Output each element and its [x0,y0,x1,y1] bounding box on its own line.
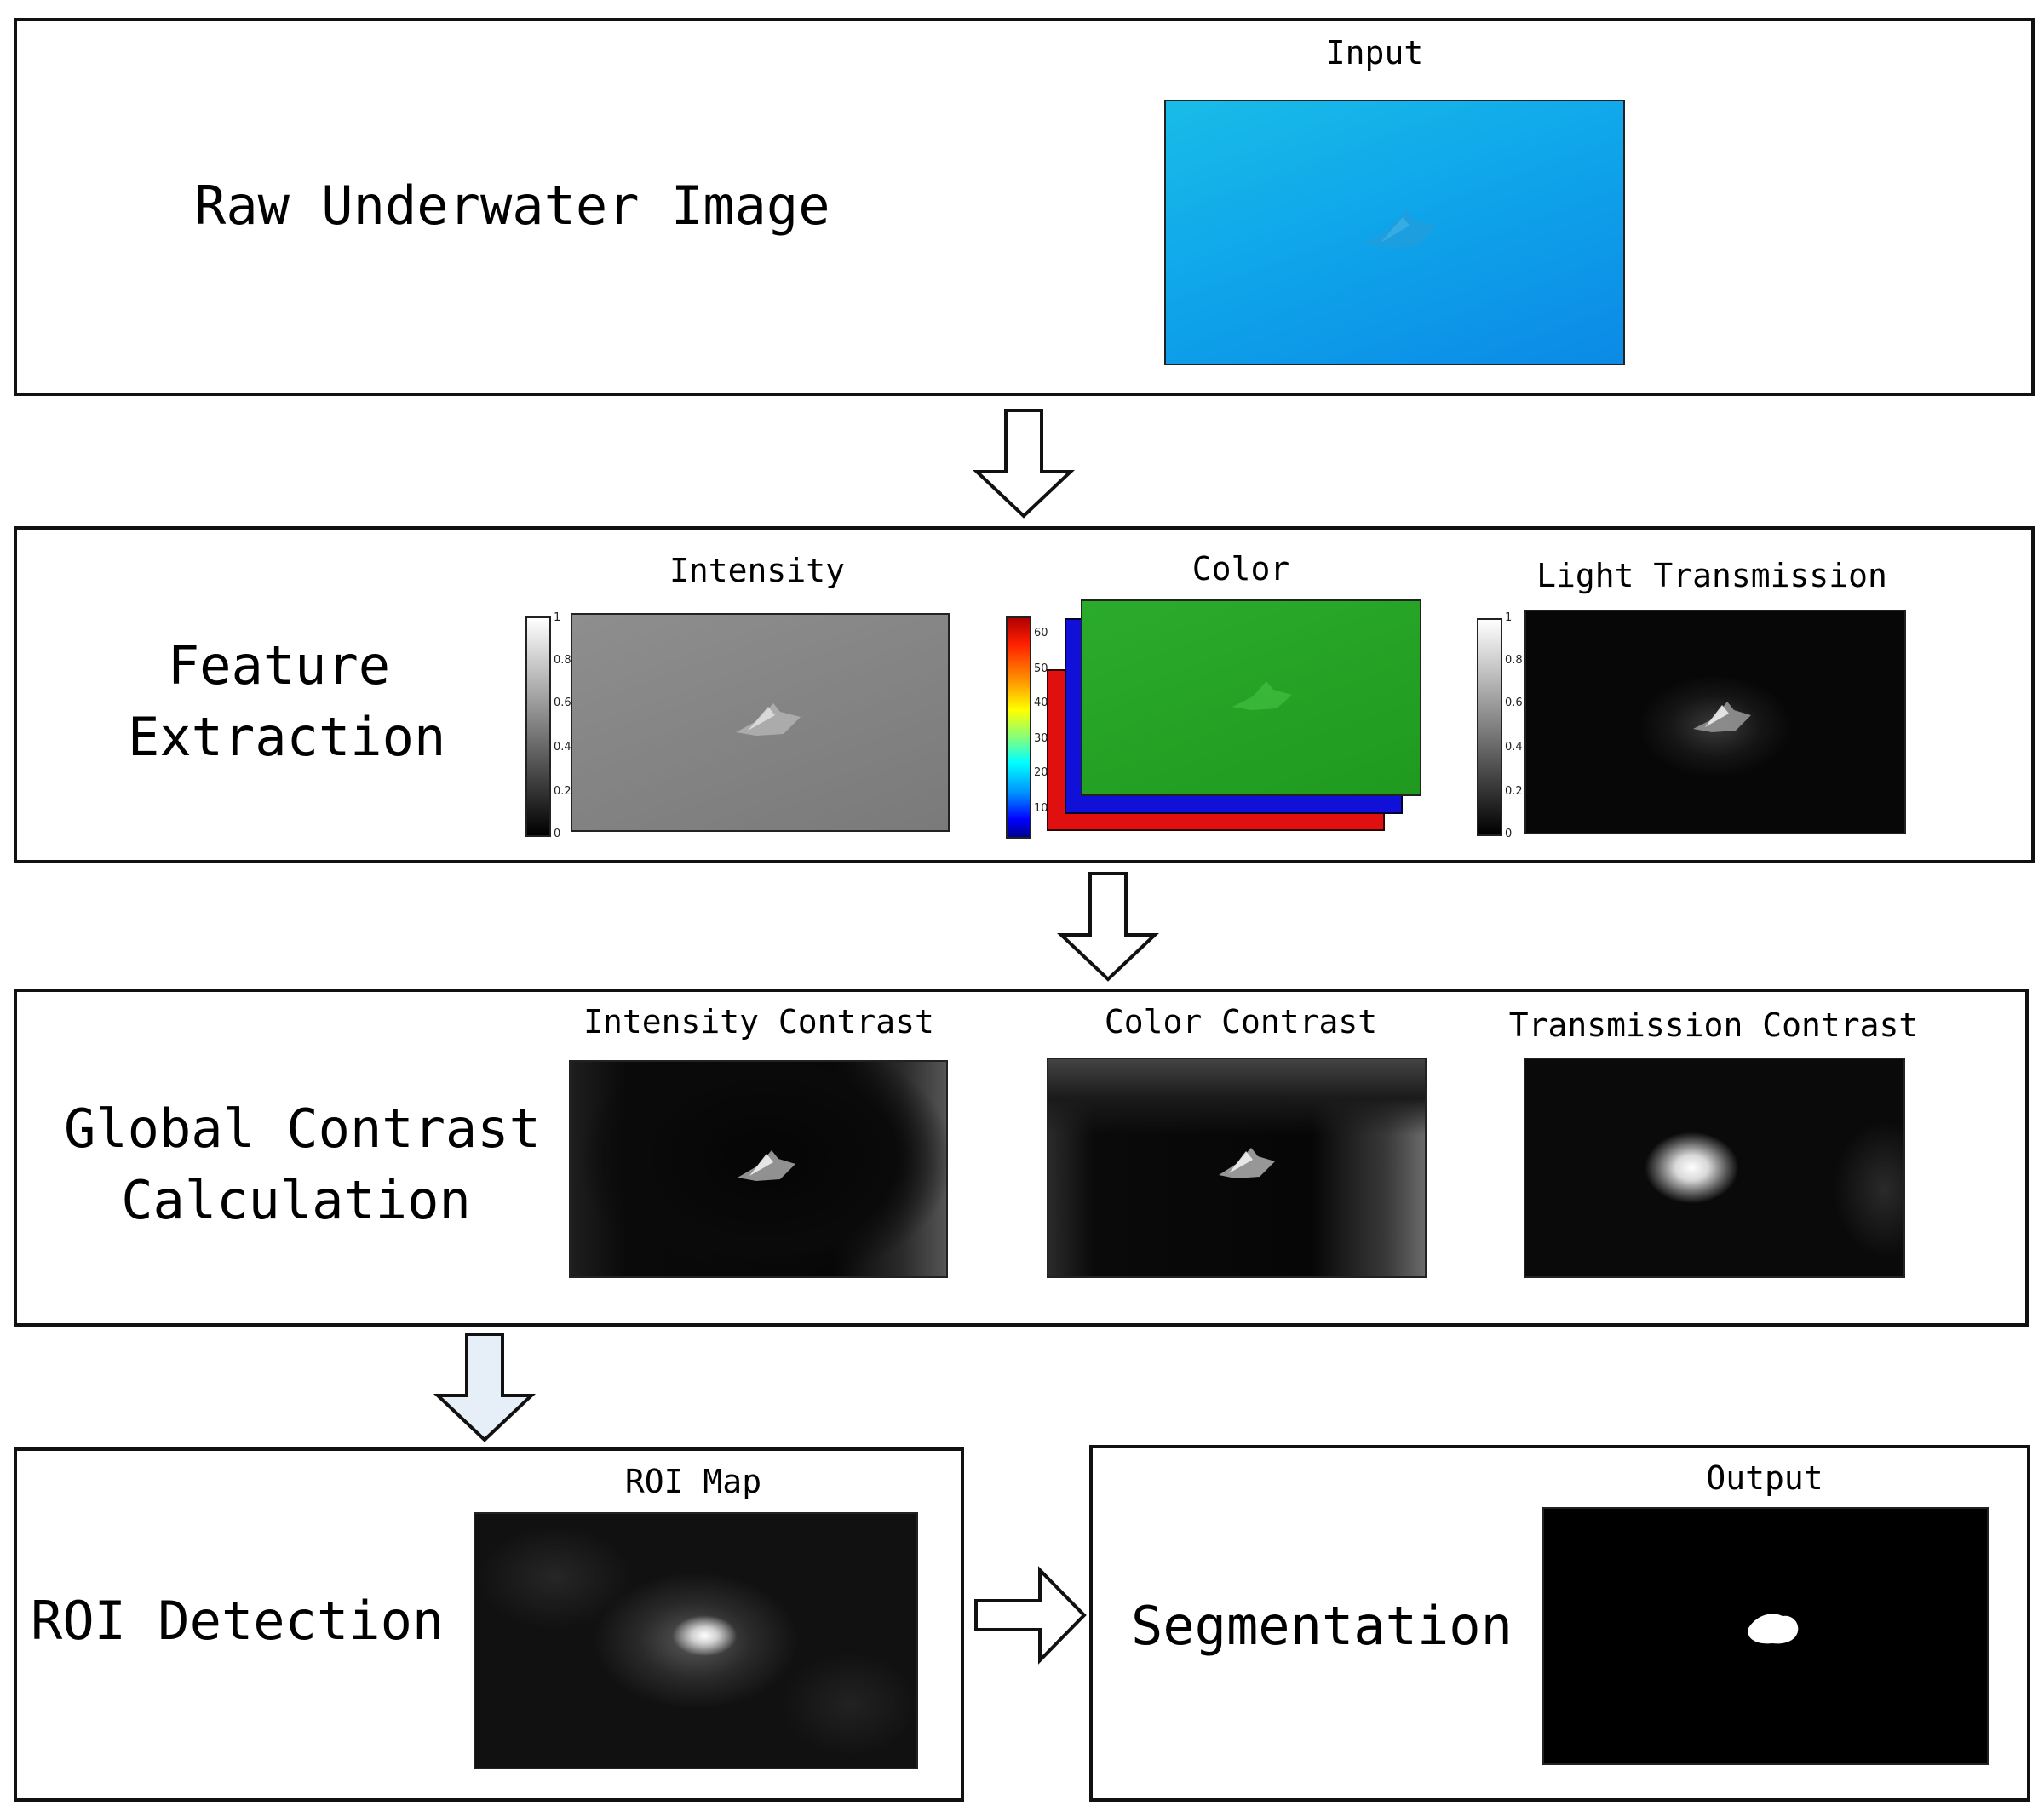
gray-tick-0-8: 0.8 [554,654,571,667]
intensity-gray-colorbar [525,616,551,837]
jet-tick-20: 20 [1034,766,1048,779]
flow-arrow-right [974,1566,1087,1665]
gray-tick-0-6: 0.6 [554,696,571,709]
raw-image-label: Raw Underwater Image [194,175,830,237]
color-caption: Color [1191,550,1290,588]
gray-tick-0: 0 [1505,828,1513,840]
gray-tick-0-4: 0.4 [1505,741,1523,754]
panel-raw-image [14,18,2035,396]
gray-tick-0: 0 [554,828,561,840]
gray-tick-0-2: 0.2 [554,785,571,798]
intensity-image [571,613,950,832]
global-contrast-label-line2: Calculation [121,1169,471,1231]
flow-arrow-down-3 [433,1333,537,1442]
gray-tick-1: 1 [554,611,561,624]
flow-arrow-down-1 [972,409,1076,519]
gray-tick-0-8: 0.8 [1505,654,1523,667]
feature-extraction-label-line1: Feature [167,634,391,696]
output-image [1542,1507,1989,1765]
transmission-caption: Light Transmission [1536,557,1887,594]
feature-extraction-label-line2: Extraction [128,706,446,768]
transmission-image [1524,610,1906,834]
color-channel-green [1081,599,1421,796]
gray-tick-0-6: 0.6 [1505,696,1523,709]
global-contrast-label-line1: Global Contrast [64,1098,541,1160]
input-caption: Input [1325,34,1424,72]
color-contrast-image [1047,1058,1427,1278]
ray-silhouette-icon [1232,681,1292,710]
roi-map-image [474,1512,918,1769]
color-contrast-caption: Color Contrast [1104,1003,1378,1040]
jet-tick-60: 60 [1034,627,1048,639]
intensity-contrast-caption: Intensity Contrast [583,1003,934,1040]
jet-tick-40: 40 [1034,696,1048,709]
color-jet-colorbar [1006,616,1031,839]
ray-silhouette-icon [738,1150,795,1181]
intensity-caption: Intensity [669,552,845,589]
jet-tick-30: 30 [1034,732,1048,745]
segmentation-mask-icon [1748,1614,1799,1644]
flow-arrow-down-2 [1056,872,1160,982]
ray-silhouette-icon [1693,702,1751,732]
output-caption: Output [1706,1459,1823,1497]
ray-silhouette-icon [1219,1148,1275,1178]
input-image [1164,100,1625,365]
transmission-contrast-image [1524,1058,1905,1278]
jet-tick-50: 50 [1034,662,1048,675]
gray-tick-1: 1 [1505,611,1513,624]
jet-tick-10: 10 [1034,802,1048,815]
gray-tick-0-4: 0.4 [554,741,571,754]
roi-map-caption: ROI Map [624,1463,762,1500]
roi-detection-label: ROI Detection [31,1590,445,1652]
transmission-contrast-caption: Transmission Contrast [1508,1006,1919,1044]
ray-silhouette-icon [1364,210,1437,248]
transmission-gray-colorbar [1477,618,1502,836]
segmentation-label: Segmentation [1131,1595,1513,1657]
gray-tick-0-2: 0.2 [1505,785,1523,798]
intensity-contrast-image [569,1060,948,1278]
ray-silhouette-icon [736,703,801,736]
